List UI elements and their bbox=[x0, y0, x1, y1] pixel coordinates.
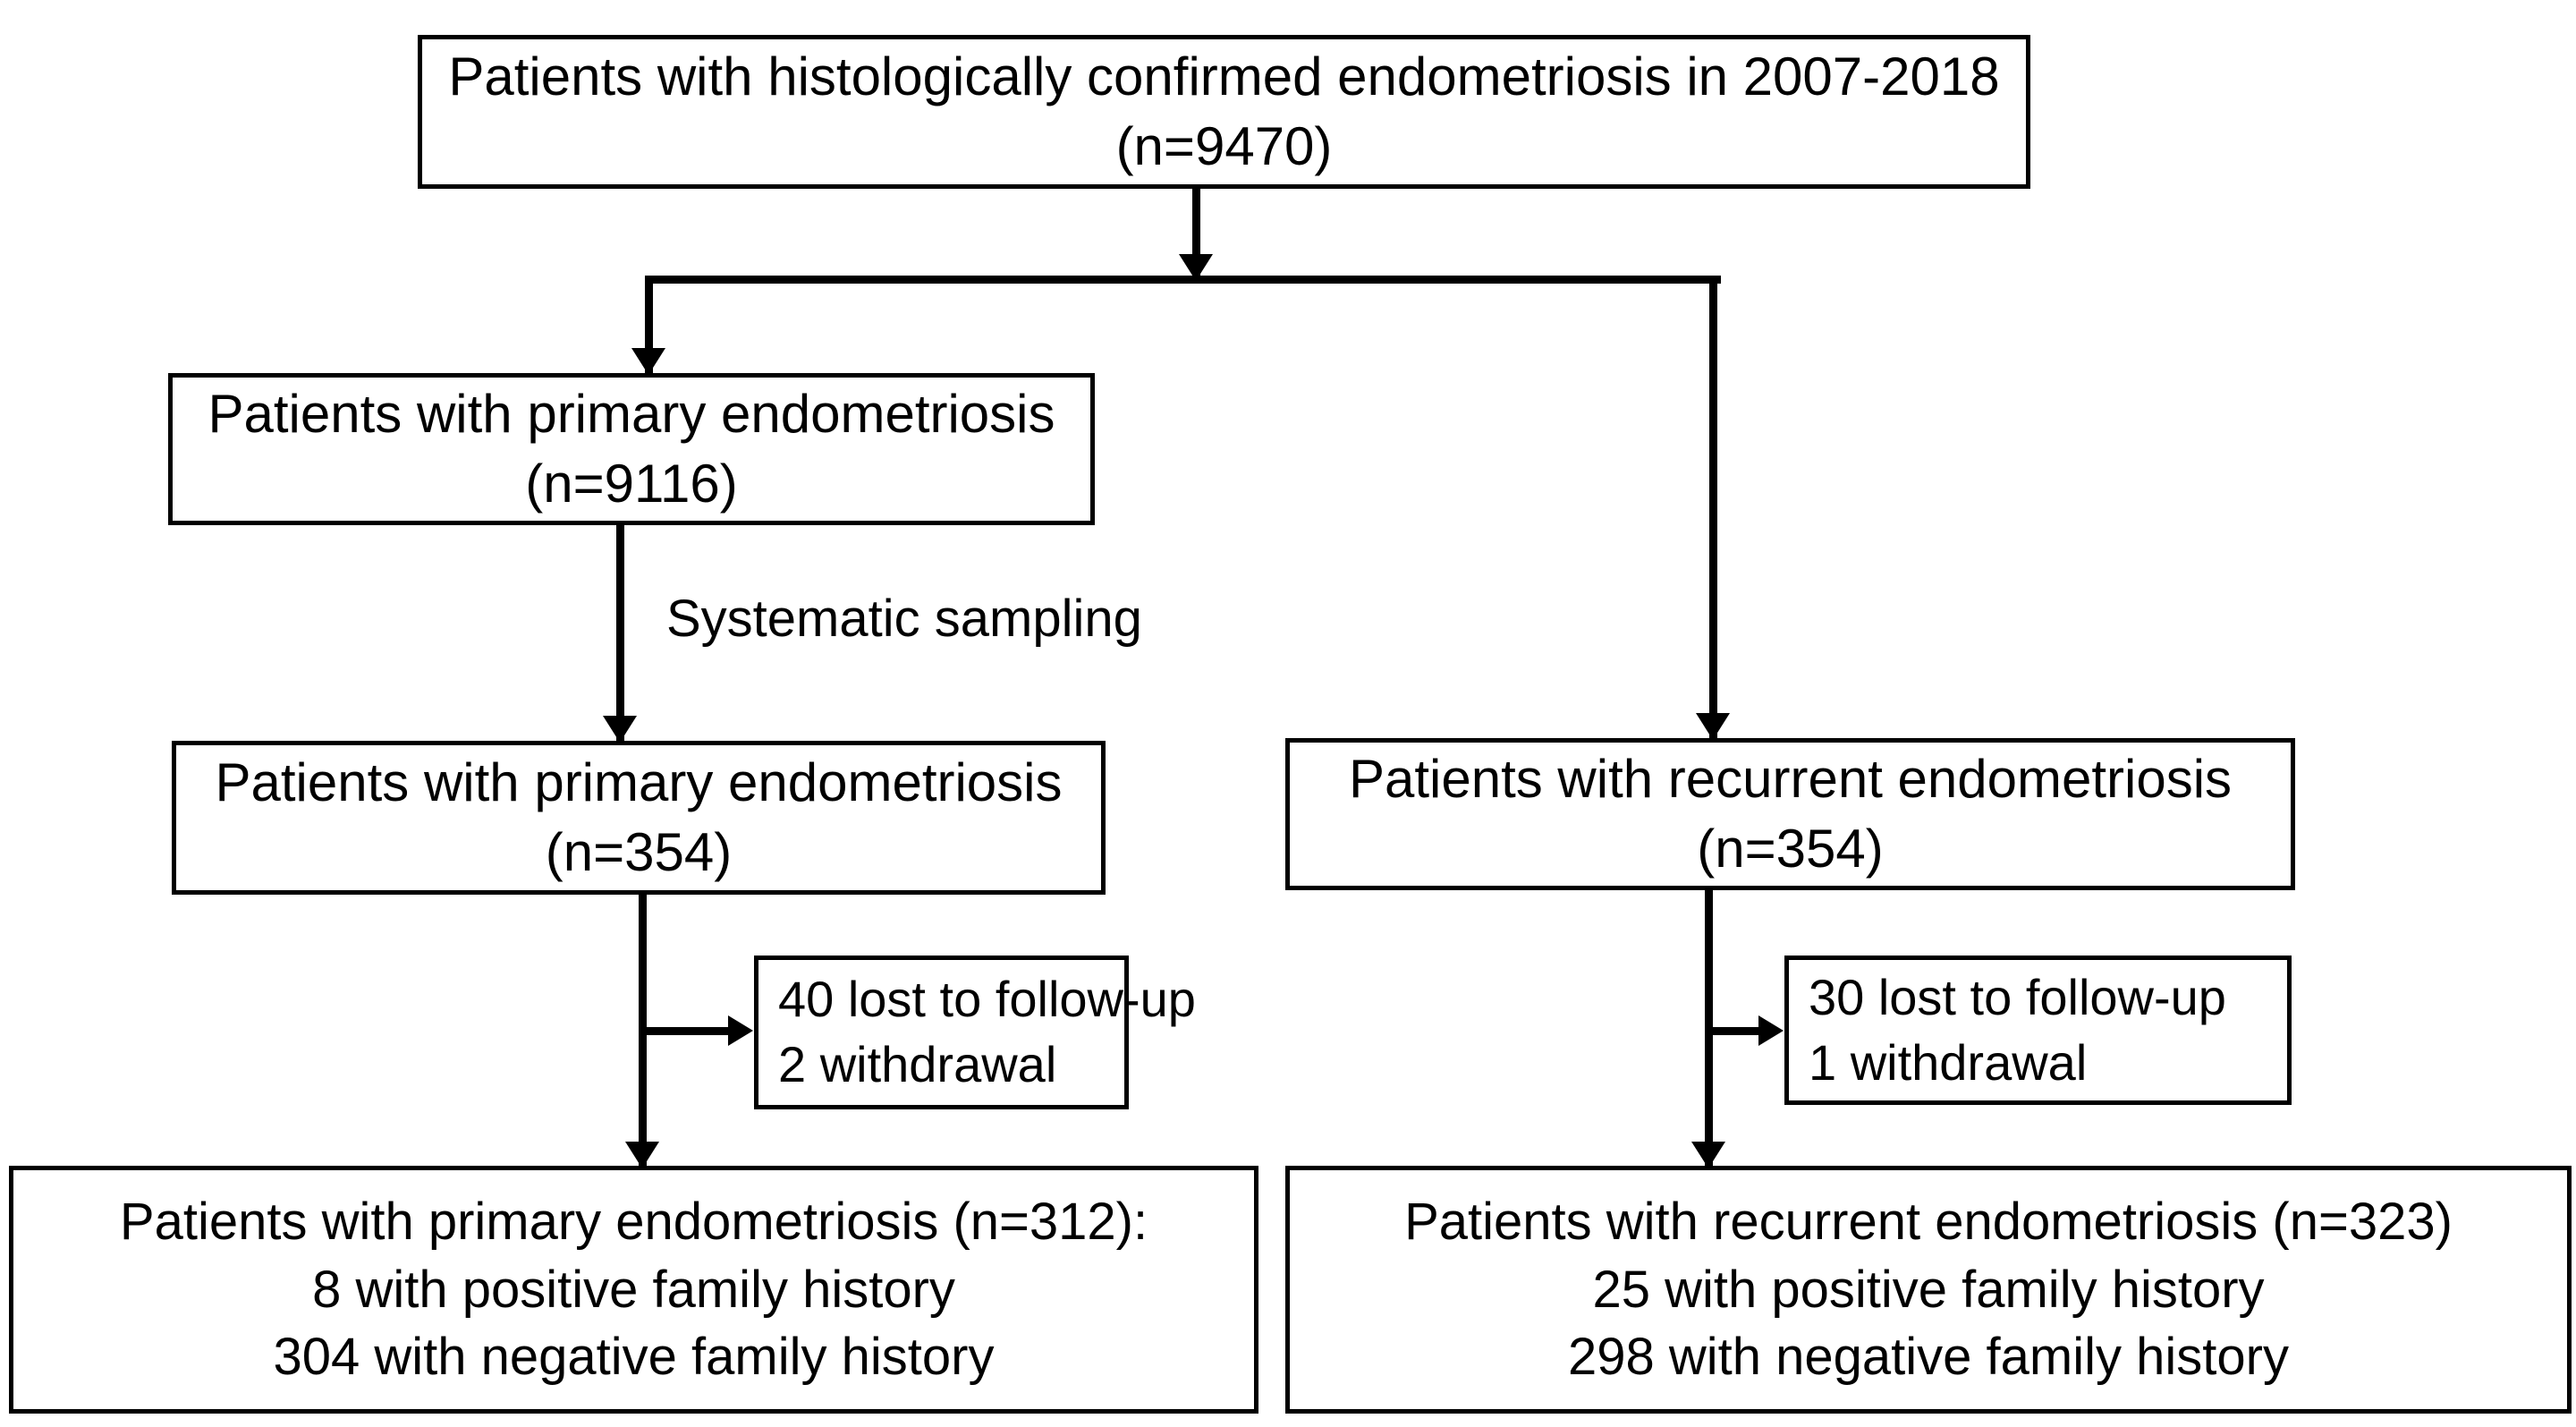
node-total-cohort-line2: (n=9470) bbox=[1115, 116, 1333, 176]
node-primary-endometriosis-sample-line2: (n=354) bbox=[545, 822, 733, 882]
node-primary-final-cohort-line1: Patients with primary endometriosis (n=3… bbox=[119, 1193, 1148, 1252]
arrowhead-recurrent-sample-to-recurrent-final bbox=[1691, 1142, 1725, 1168]
node-recurrent-final-cohort-line3: 298 with negative family history bbox=[1568, 1328, 2289, 1387]
connector-recurrent-sample-to-recurrent-loss bbox=[1705, 1027, 1762, 1035]
node-primary-final-cohort-line2: 8 with positive family history bbox=[312, 1260, 955, 1319]
node-primary-endometriosis-sample-line1: Patients with primary endometriosis bbox=[215, 752, 1063, 812]
node-recurrent-endometriosis-sample: Patients with recurrent endometriosis (n… bbox=[1285, 738, 2295, 890]
connector-primary-sample-to-primary-loss bbox=[639, 1027, 732, 1035]
node-primary-attrition-line2: 2 withdrawal bbox=[778, 1036, 1057, 1092]
node-total-cohort: Patients with histologically confirmed e… bbox=[418, 35, 2030, 189]
connector-primary-all-to-primary-sample bbox=[616, 524, 624, 744]
arrowhead-split-to-primary-all bbox=[631, 348, 665, 375]
node-primary-endometriosis-all-line1: Patients with primary endometriosis bbox=[208, 384, 1055, 444]
node-primary-endometriosis-all: Patients with primary endometriosis (n=9… bbox=[168, 373, 1095, 525]
arrowhead-recurrent-sample-to-recurrent-loss bbox=[1758, 1015, 1784, 1046]
arrowhead-split-to-recurrent-sample bbox=[1696, 713, 1730, 740]
arrowhead-primary-sample-to-primary-final bbox=[625, 1142, 659, 1168]
node-primary-final-cohort: Patients with primary endometriosis (n=3… bbox=[9, 1166, 1258, 1414]
connector-split-to-primary-all bbox=[645, 276, 653, 376]
node-primary-attrition: 40 lost to follow-up 2 withdrawal bbox=[754, 956, 1196, 1109]
node-recurrent-endometriosis-sample-line2: (n=354) bbox=[1697, 819, 1884, 879]
edge-label-systematic-sampling: Systematic sampling bbox=[666, 590, 1142, 648]
node-recurrent-final-cohort-line1: Patients with recurrent endometriosis (n… bbox=[1404, 1193, 2453, 1252]
node-total-cohort-line1: Patients with histologically confirmed e… bbox=[448, 47, 2000, 106]
arrowhead-top-to-split bbox=[1179, 254, 1213, 281]
node-recurrent-attrition-line2: 1 withdrawal bbox=[1809, 1033, 2088, 1091]
node-recurrent-endometriosis-sample-line1: Patients with recurrent endometriosis bbox=[1348, 749, 2233, 809]
connector-top-to-split bbox=[1192, 188, 1200, 283]
node-recurrent-attrition: 30 lost to follow-up 1 withdrawal bbox=[1784, 956, 2292, 1105]
node-primary-final-cohort-line3: 304 with negative family history bbox=[273, 1328, 995, 1387]
node-primary-attrition-line1: 40 lost to follow-up bbox=[778, 971, 1196, 1028]
node-primary-endometriosis-sample: Patients with primary endometriosis (n=3… bbox=[172, 741, 1106, 895]
node-primary-endometriosis-all-line2: (n=9116) bbox=[525, 454, 738, 514]
connector-split-to-recurrent-sample bbox=[1709, 276, 1717, 741]
arrowhead-primary-all-to-primary-sample bbox=[603, 716, 637, 743]
node-recurrent-final-cohort-line2: 25 with positive family history bbox=[1592, 1260, 2265, 1319]
node-recurrent-final-cohort: Patients with recurrent endometriosis (n… bbox=[1285, 1166, 2572, 1414]
node-recurrent-attrition-line1: 30 lost to follow-up bbox=[1809, 968, 2226, 1025]
arrowhead-primary-sample-to-primary-loss bbox=[728, 1015, 753, 1046]
